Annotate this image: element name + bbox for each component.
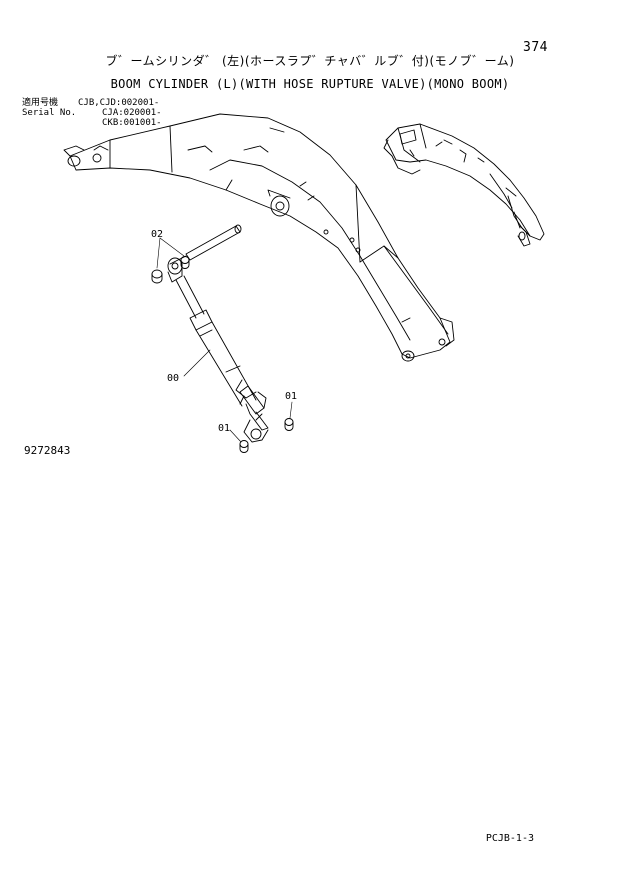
serial-number-block: 適用号機 CJB,CJD:002001- Serial No. CJA:0200… [22,98,162,128]
bushing-02-parts [151,256,190,284]
callout-01-left: 01 [218,423,230,434]
callout-01-right: 01 [285,391,297,402]
serial-value: CJA:020001- [102,108,162,118]
footer-page-code: PCJB-1-3 [485,833,534,844]
boom-cylinder-part [167,257,269,443]
page-title-english: BOOM CYLINDER (L)(WITH HOSE RUPTURE VALV… [110,77,510,91]
serial-label-japanese: 適用号機 [22,98,59,108]
page-number: 374 [523,40,548,55]
page-title-japanese: ブ゛ームシリンダ゛ (左)(ホースラプ゛チャバ゛ルブ゛付)(モノブ゛ーム) [105,54,515,68]
serial-value: CKB:001001- [102,118,162,128]
callout-02: 02 [151,229,163,240]
callout-leaders [156,237,293,443]
pin-part [169,224,242,265]
drawing-number: 9272843 [24,444,71,457]
boom-arm [63,113,455,362]
bushing-01-parts [239,418,294,453]
inset-machine-view [383,123,545,247]
serial-value: CJB,CJD:002001- [78,98,160,108]
serial-label-english: Serial No. [22,108,77,118]
callout-00: 00 [167,373,179,384]
serial-row: 適用号機 CJB,CJD:002001- [22,98,162,108]
serial-row: CKB:001001- [22,118,162,128]
serial-row: Serial No. CJA:020001- [22,108,162,118]
